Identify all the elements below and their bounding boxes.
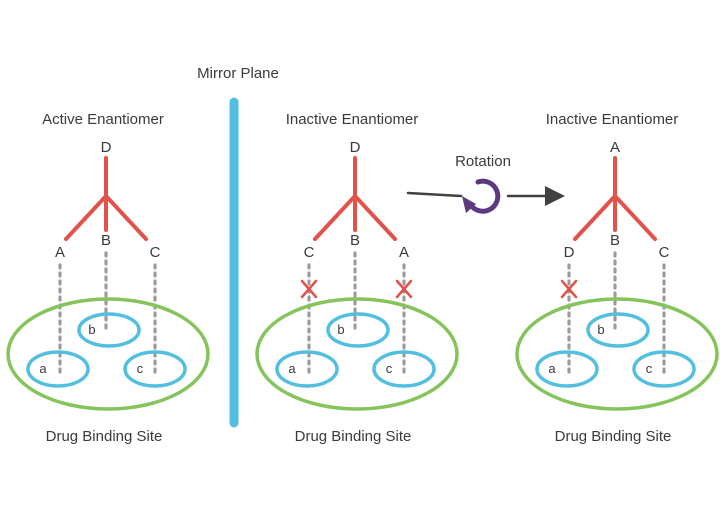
rotation-label: Rotation	[455, 153, 511, 170]
mirror-plane-label: Mirror Plane	[197, 65, 279, 82]
substituent-top: D	[350, 139, 361, 156]
substituent-right: C	[150, 244, 161, 261]
binding-pocket-right	[372, 350, 436, 388]
panel-title: Inactive Enantiomer	[546, 111, 679, 128]
pocket-label-middle: b	[597, 322, 604, 337]
binding-pocket-right	[123, 350, 187, 388]
pocket-label-middle: b	[337, 322, 344, 337]
binding-pocket-right	[632, 350, 696, 388]
binding-pocket-middle	[586, 312, 650, 348]
bond-right	[104, 194, 148, 241]
pocket-label-right: c	[137, 361, 144, 376]
binding-pocket-middle	[77, 312, 141, 348]
bond-left	[573, 194, 617, 241]
pocket-label-left: a	[39, 361, 47, 376]
pocket-label-left: a	[288, 361, 296, 376]
binding-site-label: Drug Binding Site	[295, 428, 412, 445]
mismatch-mark-right	[395, 279, 413, 299]
pocket-label-middle: b	[88, 322, 95, 337]
panel-title: Active Enantiomer	[42, 111, 164, 128]
mismatch-mark-left	[300, 279, 318, 299]
pocket-label-right: c	[386, 361, 393, 376]
panel-inactive-enantiomer-mirror: Inactive Enantiomer D C B A b a c Drug	[255, 111, 459, 445]
mismatch-mark-left	[560, 279, 578, 299]
bond-right	[353, 194, 397, 241]
molecule: D C B A	[304, 139, 409, 261]
substituent-top: A	[610, 139, 620, 156]
binding-site-label: Drug Binding Site	[46, 428, 163, 445]
substituent-middle: B	[101, 232, 111, 249]
substituent-right: C	[659, 244, 670, 261]
molecule: D A B C	[55, 139, 161, 261]
substituent-left: C	[304, 244, 315, 261]
substituent-top: D	[101, 139, 112, 156]
binding-site-outline	[515, 297, 719, 411]
binding-pocket-left	[535, 350, 599, 388]
panel-inactive-enantiomer-rotated: Inactive Enantiomer A D B C b a c Drug	[515, 111, 719, 445]
substituent-right: A	[399, 244, 409, 261]
bond-right	[613, 194, 657, 241]
bond-left	[313, 194, 357, 241]
rotation-arrow-left-shaft	[406, 191, 463, 198]
binding-site-outline	[255, 297, 459, 411]
pocket-label-left: a	[548, 361, 556, 376]
pocket-label-right: c	[646, 361, 653, 376]
binding-pocket-left	[26, 350, 90, 388]
bond-left	[64, 194, 108, 241]
molecule: A D B C	[564, 139, 670, 261]
binding-site-label: Drug Binding Site	[555, 428, 672, 445]
binding-site-outline	[6, 297, 210, 411]
substituent-left: A	[55, 244, 65, 261]
panel-title: Inactive Enantiomer	[286, 111, 419, 128]
substituent-middle: B	[350, 232, 360, 249]
rotation-indicator: Rotation	[406, 153, 565, 214]
substituent-middle: B	[610, 232, 620, 249]
substituent-left: D	[564, 244, 575, 261]
rotation-icon	[462, 178, 501, 214]
panel-active-enantiomer: Active Enantiomer D A B C b a c Drug Bi	[6, 111, 210, 445]
binding-pocket-left	[275, 350, 339, 388]
binding-pocket-middle	[326, 312, 390, 348]
